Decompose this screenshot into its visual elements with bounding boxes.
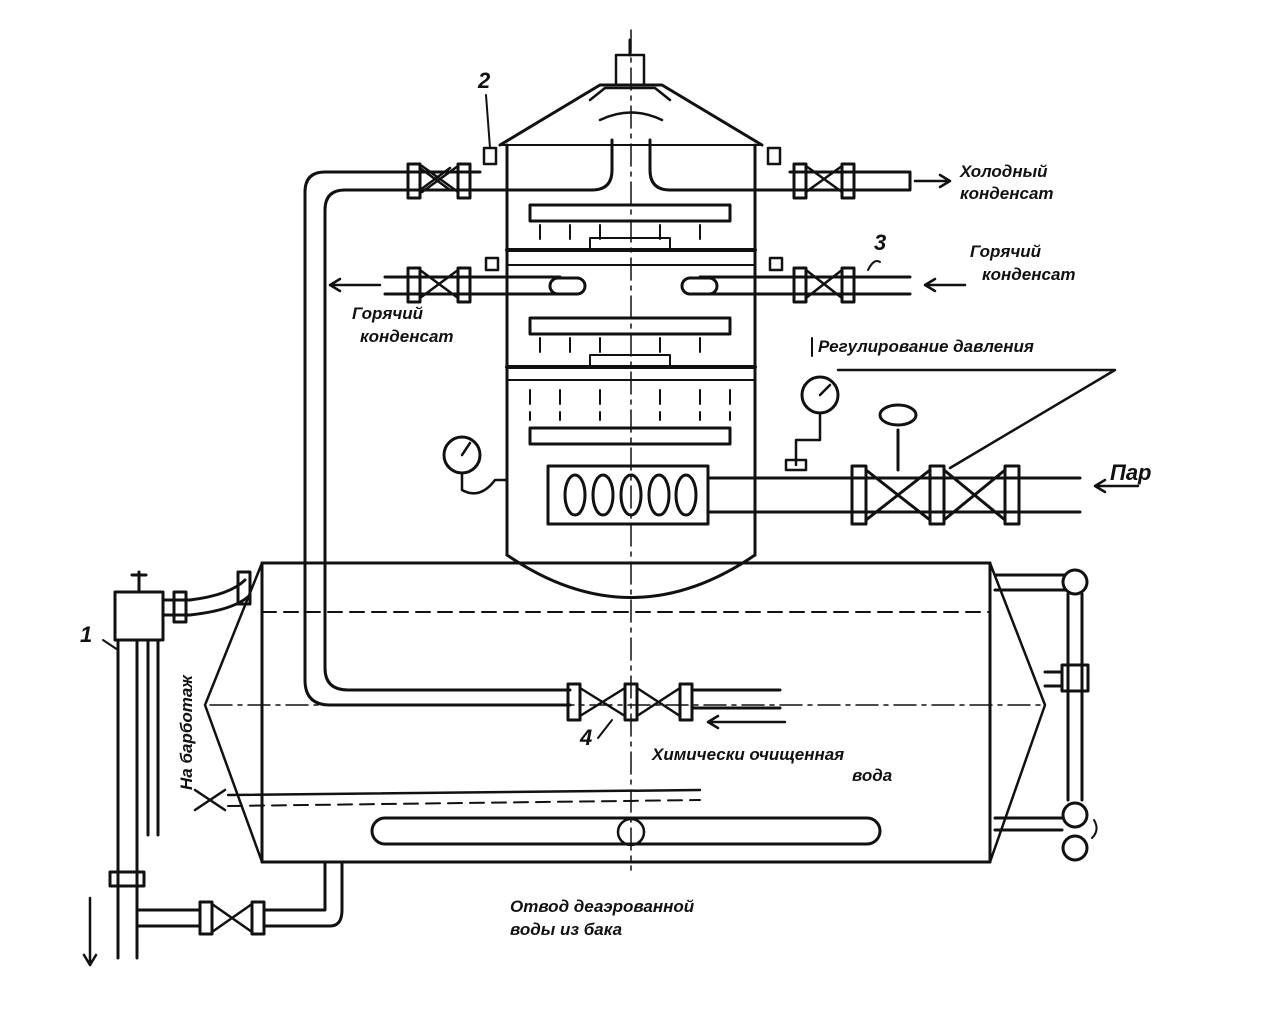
treated-water-line (566, 682, 787, 739)
treated-water-label-2: вода (852, 766, 892, 785)
callout-2: 2 (477, 68, 491, 93)
cold-condensate-label-1: Холодный (959, 162, 1048, 181)
steam-label: Пар (1110, 460, 1152, 485)
treated-water-label-1: Химически очищенная (651, 745, 844, 764)
hot-condensate-left-label-1: Горячий (352, 304, 424, 323)
cold-condensate-pipes (303, 146, 952, 707)
callout-4: 4 (579, 725, 592, 750)
deaeration-column (478, 29, 792, 871)
callout-1: 1 (80, 622, 92, 647)
hot-condensate-pipes (328, 256, 967, 304)
to-bubblers-label: На барботаж (177, 674, 196, 790)
steam-line (442, 368, 1140, 526)
cold-condensate-label-2: конденсат (960, 184, 1054, 203)
hot-condensate-left-label-2: конденсат (360, 327, 454, 346)
callout-3: 3 (874, 230, 886, 255)
hydraulic-seal (82, 570, 344, 967)
hot-condensate-right-label-2: конденсат (982, 265, 1076, 284)
hot-condensate-right-label-1: Горячий (970, 242, 1042, 261)
labels: 2 3 1 4 Холодный конденсат Горячий конде… (80, 68, 1152, 939)
outlet-label-1: Отвод деаэрованной (510, 897, 695, 916)
outlet-label-2: воды из бака (510, 920, 622, 939)
pressure-regulation-label: Регулирование давления (818, 337, 1034, 356)
water-level-gauge (993, 568, 1098, 862)
